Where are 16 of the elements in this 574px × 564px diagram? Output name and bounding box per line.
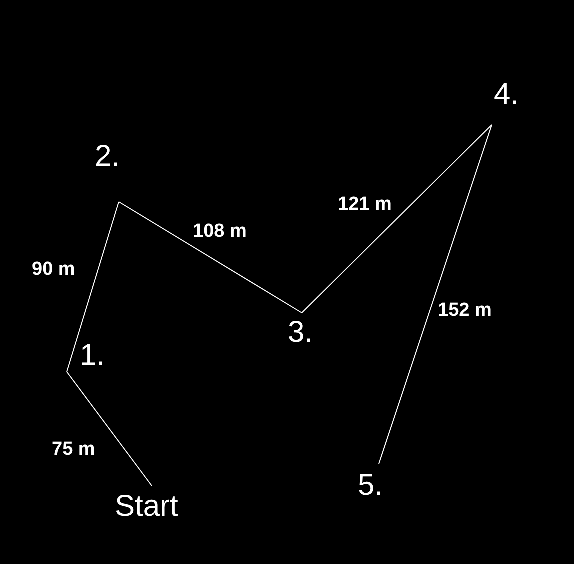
point-label: 1. [80,341,106,371]
path-line [66,202,120,372]
distance-label: 121 m [338,195,392,214]
path-line [66,372,152,486]
path-line [118,202,302,314]
distance-label: 152 m [438,301,492,320]
point-label: 4. [494,80,520,110]
distance-label: 90 m [32,260,76,279]
path-line [302,124,492,314]
point-label: 3. [288,318,314,348]
distance-label: 75 m [52,440,96,459]
path-line [378,124,492,464]
point-label: 2. [95,142,120,172]
distance-label: 108 m [193,222,247,241]
point-label: 5. [358,471,384,501]
point-label: Start [115,492,178,522]
